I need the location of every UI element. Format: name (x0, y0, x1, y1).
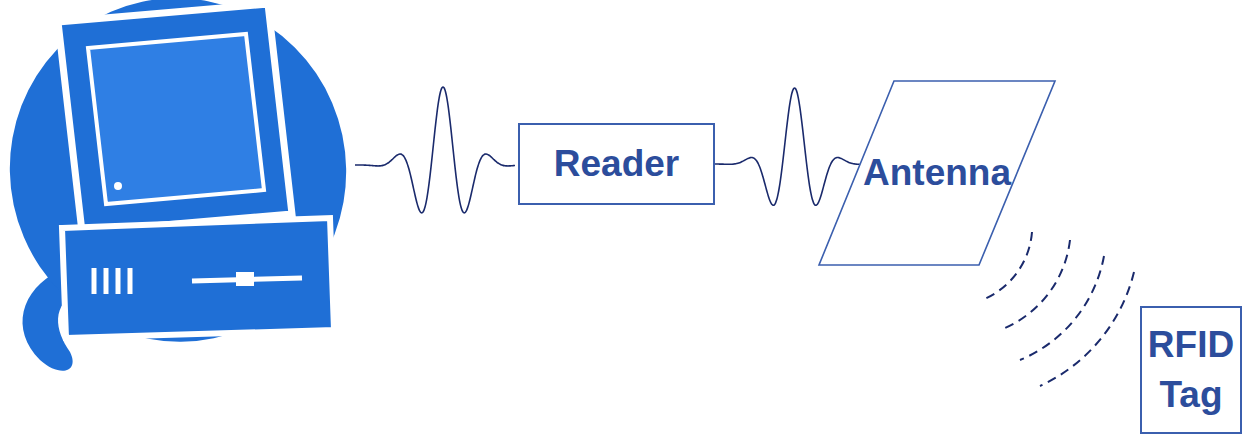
drive-button (236, 272, 254, 286)
drive-slots (94, 268, 130, 294)
reader-box: Reader (518, 123, 715, 205)
tag-box: RFID Tag (1140, 306, 1242, 434)
node-label: RFID Tag (1142, 320, 1240, 420)
power-led (114, 182, 122, 190)
monitor-frame (58, 4, 292, 232)
computer-backdrop (0, 0, 378, 373)
node-label: Reader (554, 139, 679, 189)
antenna-parallelogram: Antenna (818, 80, 1056, 266)
node-label: Antenna (863, 148, 1011, 198)
signal-wave (355, 87, 515, 213)
computer-case (62, 218, 334, 338)
signal-connector (715, 88, 860, 205)
radio-waves (982, 232, 1134, 386)
monitor-screen (88, 34, 264, 204)
computer-illustration (0, 0, 378, 373)
